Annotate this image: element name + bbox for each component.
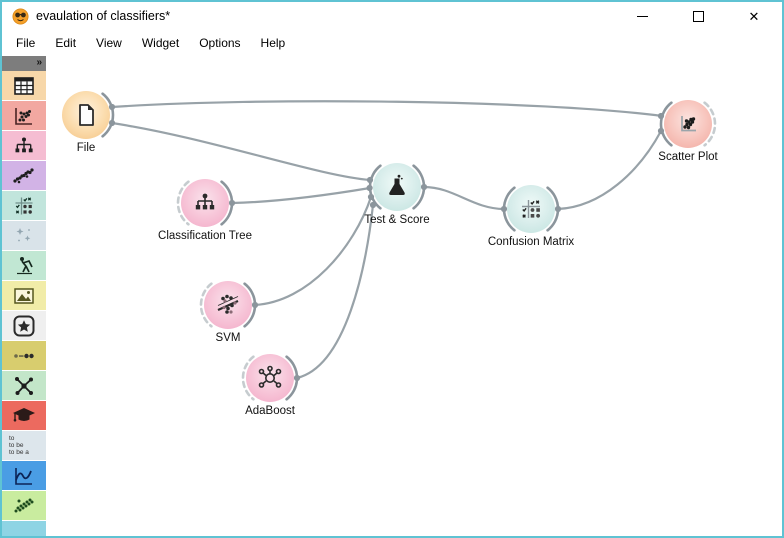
network-icon bbox=[15, 376, 33, 395]
green-scatter-icon bbox=[14, 498, 34, 512]
widget-label: SVM bbox=[215, 332, 241, 344]
dot-sequence-icon bbox=[14, 353, 34, 358]
connector-nubs bbox=[108, 103, 665, 382]
close-button[interactable]: ✕ bbox=[726, 2, 782, 30]
sidebar-item-dots-curve[interactable] bbox=[2, 161, 46, 190]
svm-widget-bubble bbox=[204, 281, 252, 329]
sidebar-item-miner[interactable] bbox=[2, 251, 46, 280]
sidebar-item-graduation-cap[interactable] bbox=[2, 401, 46, 430]
test-score-widget-bubble bbox=[373, 163, 421, 211]
tree-icon bbox=[15, 137, 33, 152]
scatter-plot-widget-bubble bbox=[664, 100, 712, 148]
confusion-matrix-widget-bubble bbox=[507, 185, 555, 233]
window-title: evaulation of classifiers* bbox=[36, 9, 171, 23]
image-icon bbox=[14, 287, 34, 304]
sidebar-item-network[interactable] bbox=[2, 371, 46, 400]
sidebar-item-image[interactable] bbox=[2, 281, 46, 310]
widget-label: File bbox=[76, 142, 96, 154]
workflow-canvas[interactable]: File Classification Tree bbox=[48, 56, 782, 536]
maximize-button[interactable] bbox=[670, 2, 726, 30]
data-table-icon bbox=[14, 76, 34, 95]
sidebar-item-line-chart[interactable] bbox=[2, 461, 46, 490]
graduation-cap-icon bbox=[13, 407, 35, 421]
link-confusion-matrix-scatter-plot[interactable] bbox=[556, 129, 663, 211]
expand-icon: » bbox=[36, 57, 42, 68]
adaboost-widget-bubble bbox=[246, 354, 294, 402]
scatter-plot-icon bbox=[681, 116, 696, 132]
sparkle-icon bbox=[16, 227, 31, 241]
sidebar-item-green-scatter[interactable] bbox=[2, 491, 46, 520]
checks-grid-icon bbox=[15, 196, 33, 214]
menu-help[interactable]: Help bbox=[260, 36, 286, 50]
connector-arcs bbox=[101, 92, 673, 401]
classification-tree-icon bbox=[195, 193, 215, 210]
link-classification-tree-test-score[interactable] bbox=[230, 186, 372, 205]
widget-label: Scatter Plot bbox=[658, 151, 718, 163]
app-logo-icon bbox=[12, 8, 29, 25]
flask-icon bbox=[389, 174, 405, 195]
file-icon bbox=[79, 104, 94, 126]
toolbox-sidebar: » bbox=[2, 56, 48, 536]
maximize-icon bbox=[692, 10, 704, 22]
dots-curve-icon bbox=[13, 167, 34, 183]
widget-label: AdaBoost bbox=[245, 405, 295, 417]
sidebar-item-dot-sequence[interactable] bbox=[2, 341, 46, 370]
star-box-icon bbox=[13, 315, 35, 336]
sidebar-item-checks-grid[interactable] bbox=[2, 191, 46, 220]
line-chart-icon bbox=[15, 467, 32, 485]
widget-label: Classification Tree bbox=[158, 230, 252, 242]
sidebar-item-data-table[interactable] bbox=[2, 71, 46, 100]
minimize-button[interactable] bbox=[614, 2, 670, 30]
sidebar-item-text-lines[interactable]: to to be to be a bbox=[2, 431, 46, 460]
link-file-scatter-plot[interactable] bbox=[110, 100, 664, 118]
svm-icon bbox=[217, 294, 239, 314]
link-adaboost-test-score[interactable] bbox=[295, 203, 375, 380]
dashed-connector-arcs bbox=[176, 101, 717, 401]
sidebar-item-star-box[interactable] bbox=[2, 311, 46, 340]
sidebar-item-partial[interactable] bbox=[2, 521, 46, 536]
sidebar-item-scatter[interactable] bbox=[2, 101, 46, 130]
menu-options[interactable]: Options bbox=[199, 36, 241, 50]
adaboost-icon bbox=[258, 365, 282, 388]
menu-bar: File Edit View Widget Options Help bbox=[2, 30, 782, 56]
miner-person-icon bbox=[17, 256, 33, 274]
sidebar-item-tree[interactable] bbox=[2, 131, 46, 160]
classification-tree-widget-bubble bbox=[181, 179, 229, 227]
text-mining-icon: to to be to be a bbox=[9, 435, 29, 456]
links-layer bbox=[101, 92, 717, 401]
menu-edit[interactable]: Edit bbox=[55, 36, 77, 50]
widget-label: Confusion Matrix bbox=[487, 236, 575, 248]
close-icon: ✕ bbox=[748, 8, 760, 24]
title-bar[interactable]: evaulation of classifiers* ✕ bbox=[2, 2, 782, 30]
sidebar-item-sparkle[interactable] bbox=[2, 221, 46, 250]
file-widget-bubble bbox=[62, 91, 110, 139]
link-file-test-score[interactable] bbox=[110, 121, 372, 182]
link-svm-test-score[interactable] bbox=[253, 195, 373, 307]
menu-file[interactable]: File bbox=[16, 36, 36, 50]
widget-label: Test & Score bbox=[364, 214, 430, 226]
menu-widget[interactable]: Widget bbox=[141, 36, 180, 50]
link-test-score-confusion-matrix[interactable] bbox=[422, 185, 506, 211]
menu-view[interactable]: View bbox=[96, 36, 122, 50]
toolbox-expand-button[interactable]: » bbox=[2, 56, 46, 71]
minimize-icon bbox=[636, 15, 648, 17]
confusion-matrix-icon bbox=[522, 200, 540, 218]
scatter-icon bbox=[15, 107, 32, 125]
